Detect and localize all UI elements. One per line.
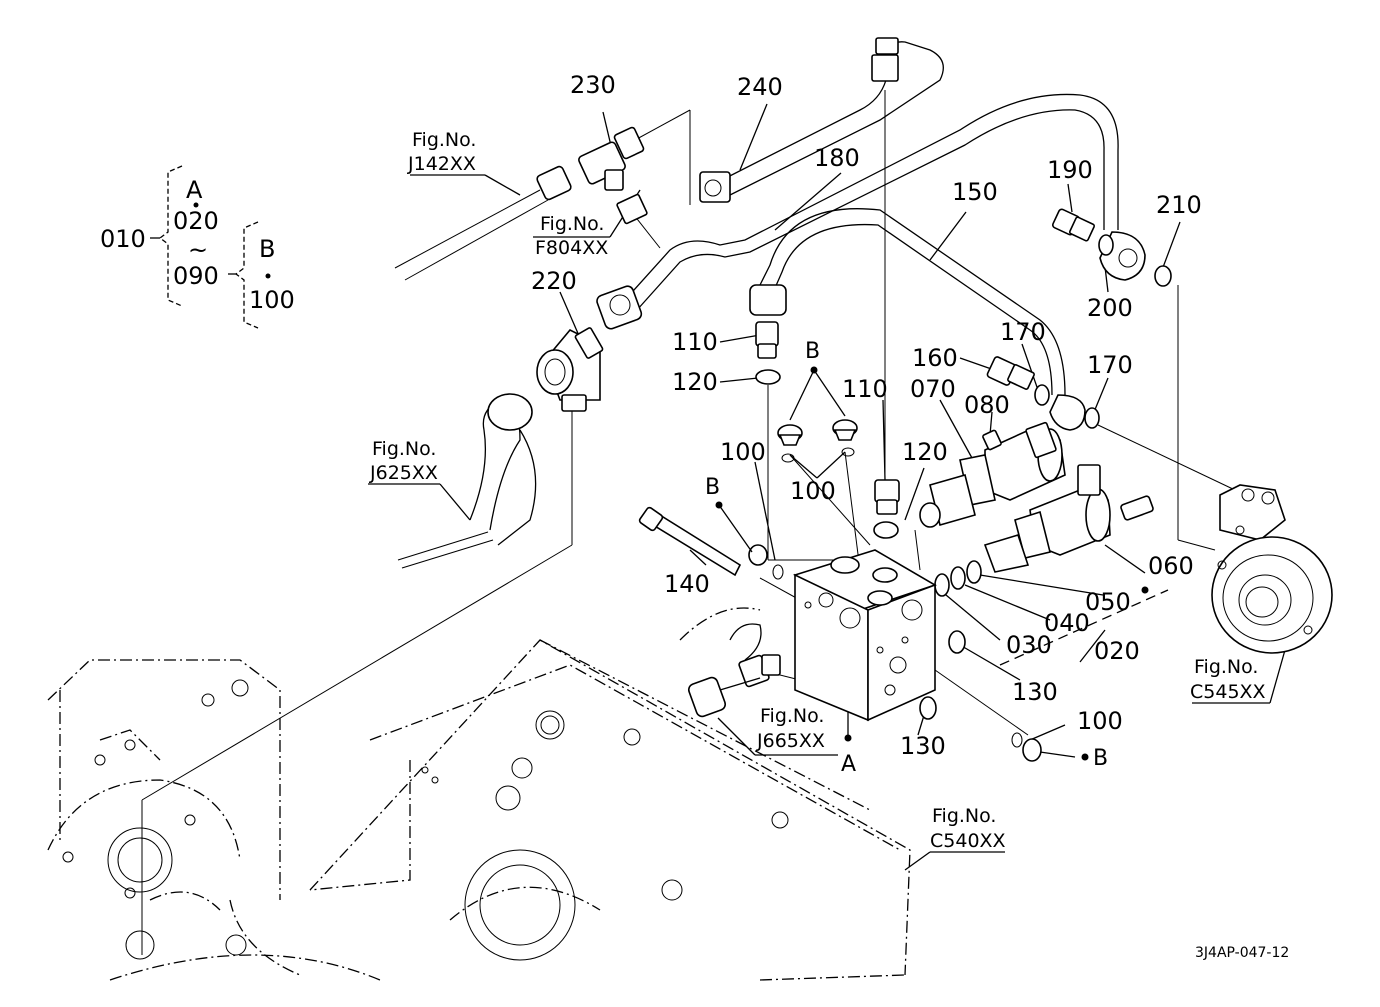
- callout-170a: 170: [1000, 318, 1046, 346]
- figure-references: Fig.No. J142XX Fig.No. F804XX Fig.No. J6…: [369, 129, 1266, 852]
- fig-ref-j142: J142XX: [407, 153, 476, 175]
- flange-c545: [1211, 484, 1333, 654]
- o-ring-130a: [948, 630, 966, 654]
- group-label-a: A: [186, 176, 203, 204]
- group-label-020: 020: [173, 207, 219, 235]
- callout-150: 150: [952, 178, 998, 206]
- callout-140: 140: [664, 570, 710, 598]
- callout-240: 240: [737, 73, 783, 101]
- callout-100c: 100: [1077, 707, 1123, 735]
- callout-040: 040: [1044, 609, 1090, 637]
- callout-080: 080: [964, 391, 1010, 419]
- fig-ref-j625: J625XX: [369, 462, 438, 484]
- elbow-fitting-220: [469, 327, 604, 546]
- fig-ref-c540: C540XX: [930, 830, 1006, 852]
- fig-ref-j665: J665XX: [756, 730, 825, 752]
- washer-200: [1098, 234, 1114, 256]
- callout-200: 200: [1087, 294, 1133, 322]
- callout-110b: 110: [842, 375, 888, 403]
- callout-180: 180: [814, 144, 860, 172]
- callout-060: 060: [1148, 552, 1194, 580]
- callout-b-top: B: [805, 339, 820, 364]
- washer-210: [1154, 265, 1172, 287]
- fig-ref-j625-label: Fig.No.: [372, 438, 436, 460]
- callout-230: 230: [570, 71, 616, 99]
- o-ring-120a: [755, 369, 781, 385]
- callout-100b: 100: [790, 477, 836, 505]
- callout-130b: 130: [900, 732, 946, 760]
- callout-a: A: [841, 752, 856, 777]
- fig-ref-f804: F804XX: [535, 237, 608, 259]
- fig-ref-c545: C545XX: [1190, 681, 1266, 703]
- solenoid-valve-070: [919, 421, 1066, 528]
- tee-fitting-230: [536, 126, 648, 225]
- plug-190: [1051, 208, 1096, 242]
- o-ring-130b: [919, 696, 937, 720]
- washer-170a: [1034, 384, 1050, 406]
- washer-170b: [1084, 407, 1100, 429]
- pipe-240: [699, 37, 944, 203]
- drawing-code: 3J4AP-047-12: [1195, 945, 1289, 961]
- fig-ref-j142-label: Fig.No.: [412, 129, 476, 151]
- callout-220: 220: [531, 267, 577, 295]
- solenoid-valve-060: [983, 464, 1154, 573]
- callout-120a: 120: [672, 368, 718, 396]
- plug-100-lower: [1011, 732, 1042, 762]
- group-label-090: 090: [173, 262, 219, 290]
- o-ring-120b: [873, 521, 899, 539]
- adaptor-110a: [755, 321, 779, 359]
- group-label-b: B: [259, 235, 275, 263]
- callout-b-right: B: [1093, 746, 1108, 771]
- plug-b-upper: [777, 419, 858, 463]
- callout-110a: 110: [672, 328, 718, 356]
- pipe-180: [596, 93, 1146, 330]
- fig-ref-c545-label: Fig.No.: [1194, 656, 1258, 678]
- group-label-100: 100: [249, 286, 295, 314]
- arrow-dots: [715, 366, 1149, 761]
- fig-ref-f804-label: Fig.No.: [540, 213, 604, 235]
- fitting-j665: [687, 623, 781, 718]
- callout-numbers: 230 240 180 150 190 210 200 220 110 120 …: [531, 71, 1202, 777]
- fig-ref-j665-label: Fig.No.: [760, 705, 824, 727]
- callout-100a: 100: [720, 438, 766, 466]
- transmission-housing: [47, 607, 911, 981]
- callout-030: 030: [1006, 631, 1052, 659]
- group-label-010: 010: [100, 225, 146, 253]
- plug-160: [986, 356, 1035, 390]
- callout-020: 020: [1094, 637, 1140, 665]
- group-label-tilde: ~: [188, 236, 208, 264]
- callout-070: 070: [910, 375, 956, 403]
- callout-130a: 130: [1012, 678, 1058, 706]
- assembly-grouping: 010 A 020 ~ 090 B 100: [100, 165, 295, 329]
- callout-190: 190: [1047, 156, 1093, 184]
- valve-block: [792, 549, 937, 722]
- callout-170b: 170: [1087, 351, 1133, 379]
- adaptor-110b: [874, 479, 900, 515]
- bolt-140: [638, 506, 784, 580]
- callout-210: 210: [1156, 191, 1202, 219]
- pipe-150: [749, 208, 1086, 431]
- callout-b-left: B: [705, 475, 720, 500]
- callout-050: 050: [1085, 588, 1131, 616]
- o-rings-030-040-050: [934, 560, 982, 597]
- fig-ref-c540-label: Fig.No.: [932, 805, 996, 827]
- leader-lines: [141, 90, 1286, 955]
- callout-120b: 120: [902, 438, 948, 466]
- callout-160: 160: [912, 344, 958, 372]
